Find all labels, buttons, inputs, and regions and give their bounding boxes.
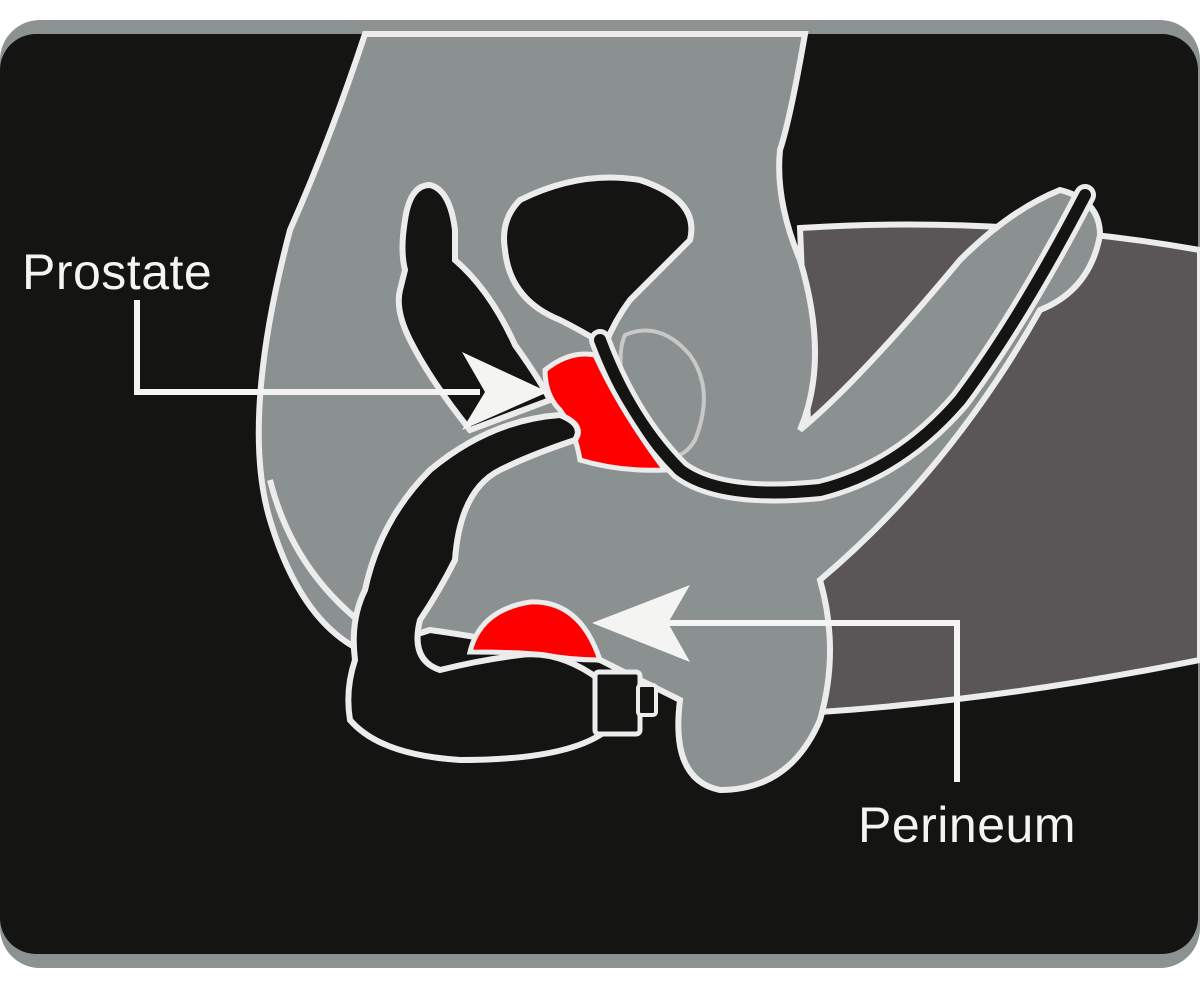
bladder [501,174,695,350]
prostate-region [542,351,670,473]
prostate-leader-line [134,300,480,395]
device-tip [636,683,658,717]
prostate-label: Prostate [22,244,213,300]
urethra-inner [594,189,1091,499]
rectum [395,181,555,434]
device-base [592,669,643,737]
perineum-arrowhead [592,585,690,662]
perineum-label: Perineum [858,797,1076,853]
perineum-region [466,599,604,663]
prostate-arrowhead [462,352,548,430]
perineum-leader-line [660,620,960,782]
